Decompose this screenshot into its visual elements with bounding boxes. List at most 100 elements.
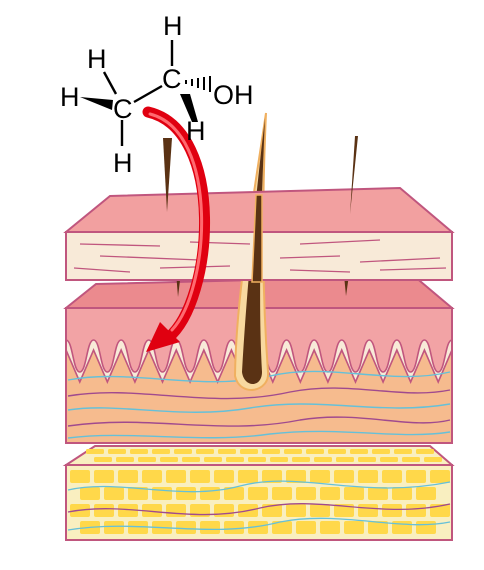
fat-cell [358,470,378,483]
fat-cell [320,521,340,534]
fat-cell [380,457,398,462]
fat-cell [358,504,378,517]
fat-cell [306,449,324,454]
fat-cell [394,449,412,454]
fat-cell [226,457,244,462]
fat-cell [292,457,310,462]
fat-cell [86,449,104,454]
arrow-shaft-highlight [148,112,204,332]
atom-h-upper-left: H [87,44,107,74]
stratum-corneum-layer [63,136,455,283]
atom-h-top: H [163,11,183,41]
fat-cell [166,504,186,517]
fat-cell [176,521,196,534]
fat-cell [402,457,420,462]
fat-cell [430,470,450,483]
fat-cell [272,487,292,500]
fat-cell [344,521,364,534]
fat-cell [262,470,282,483]
atom-h-bottom: H [113,148,133,178]
fat-cell [108,449,126,454]
fat-cell [214,504,234,517]
fat-cell [138,457,156,462]
fat-cell [296,521,316,534]
fat-cell [118,470,138,483]
fat-cell [70,470,90,483]
fat-cell [190,470,210,483]
fat-cell [392,487,412,500]
fat-cell [238,470,258,483]
fat-cell [416,449,434,454]
fat-cell [382,504,402,517]
fat-cell [248,521,268,534]
fat-cell [334,470,354,483]
fat-cell [80,487,100,500]
fat-cell [152,487,172,500]
hair-strand-left [163,138,172,212]
fat-cell [336,457,354,462]
fat-cell [262,449,280,454]
fat-cell [104,521,124,534]
fat-cell [286,470,306,483]
fat-cell [104,487,124,500]
dermis-fibers [67,370,451,439]
fat-cell [296,487,316,500]
fat-cell [358,457,376,462]
bond-c1-c2 [133,84,163,104]
hypodermis-layer [62,445,455,541]
fat-cell [152,449,170,454]
fat-cell [248,487,268,500]
fat-cell [368,487,388,500]
fat-cell [310,470,330,483]
fat-cell [176,487,196,500]
atom-c1: C [113,94,133,124]
fat-cell [224,487,244,500]
fat-cell [344,487,364,500]
fat-cell [118,504,138,517]
fat-cell [262,504,282,517]
fat-cell [214,470,234,483]
fat-cell [248,457,266,462]
fat-cell [182,457,200,462]
fat-cell [224,521,244,534]
fat-cell [416,487,436,500]
fat-cell [286,504,306,517]
fat-cell [94,470,114,483]
fat-cell [406,470,426,483]
fat-cell [310,504,330,517]
atom-oh: OH [213,80,254,110]
fat-cell [328,449,346,454]
fat-cell [372,449,390,454]
hypodermis-top-face [62,445,455,466]
fat-cell [166,470,186,483]
fat-cell [160,457,178,462]
fat-cell [424,457,442,462]
fat-cell [200,487,220,500]
fat-cell [284,449,302,454]
fat-cells-front [70,470,450,534]
atom-h-right: H [186,116,206,146]
fat-cell [272,521,292,534]
fat-cell [174,449,192,454]
fat-cell [94,457,112,462]
stratum-lines [73,239,447,273]
fat-cells-top [86,449,442,462]
atom-c2: C [162,64,182,94]
fat-cell [94,504,114,517]
fat-cell [128,487,148,500]
atom-h-left: H [60,82,80,112]
penetration-arrow [142,106,210,352]
arrow-head [146,322,180,352]
fat-cell [128,521,148,534]
fat-cell [142,470,162,483]
fat-cell [368,521,388,534]
hypodermis-fibers [67,480,451,531]
wedge-c1-h-left [80,97,113,110]
bond-c1-h-upper [102,71,118,95]
fat-cell [142,504,162,517]
fat-cell [130,449,148,454]
ethanol-molecule: H C OH H H H C H [60,11,254,178]
fat-cell [350,449,368,454]
fat-cell [200,521,220,534]
